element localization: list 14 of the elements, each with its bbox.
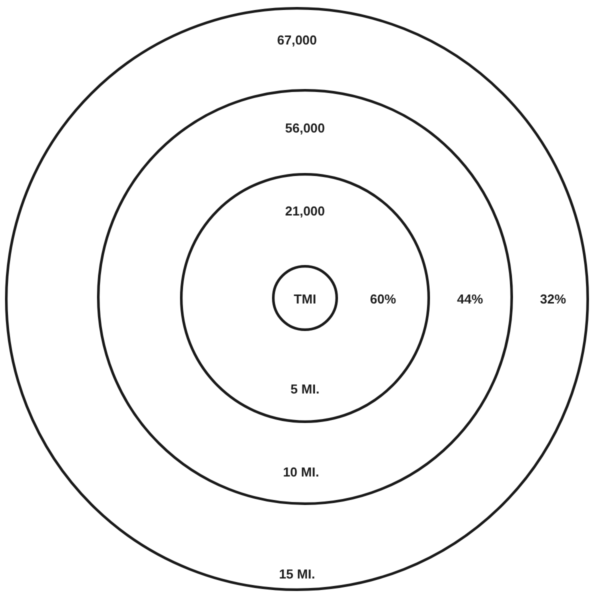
ring-circle	[5, 7, 589, 591]
population-label: 56,000	[285, 122, 325, 134]
site-label: TMI	[294, 292, 316, 306]
ring-circle	[97, 89, 513, 505]
ring-circle	[272, 265, 338, 331]
percent-label: 44%	[456, 292, 484, 306]
population-label: 21,000	[285, 204, 325, 218]
distance-label: 10 MI.	[282, 466, 320, 478]
distance-label: 5 MI.	[290, 382, 320, 396]
ring-circle	[180, 173, 430, 423]
percent-label: 60%	[370, 292, 396, 306]
percent-label: 32%	[540, 292, 566, 306]
population-label: 67,000	[277, 34, 317, 46]
distance-label: 15 MI.	[278, 568, 316, 580]
